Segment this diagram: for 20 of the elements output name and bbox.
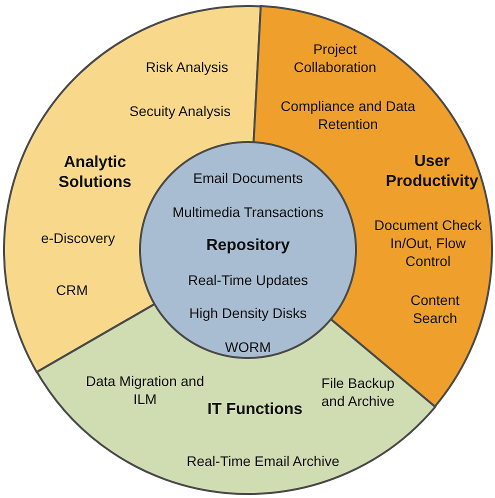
item-label: Compliance and Data Retention [280,96,416,133]
item-label: CRM [55,281,89,299]
item-label: Real-Time Updates [186,271,310,289]
section-heading: IT Functions [206,400,304,420]
item-label: Multimedia Transactions [172,203,324,221]
section-heading: Analytic Solutions [58,153,132,193]
item-label: Secuity Analysis [128,102,232,120]
item-label: Content Search [409,290,461,327]
section-heading: Repository [205,236,291,256]
item-label: WORM [224,338,272,356]
item-label: Document Check In/Out, Flow Control [373,216,483,270]
item-label: Data Migration and ILM [84,372,206,408]
item-label: File Backup and Archive [320,374,396,410]
item-label: High Density Disks [188,304,308,322]
item-label: Real-Time Email Archive [186,452,340,470]
section-heading: User Productivity [384,152,480,192]
item-label: e-Discovery [40,229,116,247]
item-label: Project Collaboration [292,40,378,76]
item-label: Risk Analysis [144,58,230,76]
item-label: Email Documents [192,169,304,187]
